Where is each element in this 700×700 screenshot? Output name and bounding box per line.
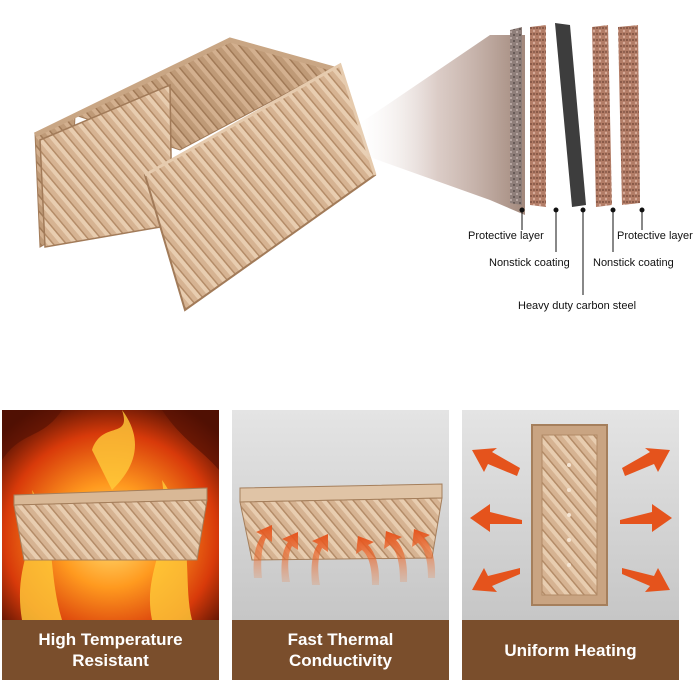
label-protective-left: Protective layer (468, 230, 544, 242)
layer-nonstick-right (592, 25, 612, 207)
feature-panel-fast-thermal: Fast Thermal Conductivity (232, 410, 449, 680)
caption-line1: Fast Thermal (287, 630, 394, 649)
layer-nonstick-left (530, 25, 546, 207)
caption-line1: Uniform Heating (504, 640, 637, 660)
caption-line2: Conductivity (289, 651, 392, 670)
heat-arrows-up (253, 525, 436, 585)
particle-spray (350, 35, 525, 215)
label-nonstick-right: Nonstick coating (593, 257, 674, 269)
feature-caption-high-temperature: High Temperature Resistant (2, 620, 219, 680)
loaf-pan-illustration (33, 37, 377, 312)
feature-panel-uniform-heating: Uniform Heating (462, 410, 679, 680)
feature-caption-fast-thermal: Fast Thermal Conductivity (232, 620, 449, 680)
heat-arrows-out (470, 448, 672, 592)
label-nonstick-left: Nonstick coating (489, 257, 570, 269)
layer-protective-left (510, 27, 522, 205)
thermal-pan-image (232, 410, 449, 620)
label-protective-right: Protective layer (617, 230, 693, 242)
caption-line1: High Temperature (38, 630, 183, 649)
layer-protective-right (618, 25, 640, 205)
feature-panel-high-temperature: High Temperature Resistant (2, 410, 219, 680)
layer-carbon-steel (555, 23, 586, 207)
caption-line2: Resistant (72, 651, 149, 670)
feature-caption-uniform-heating: Uniform Heating (462, 620, 679, 680)
layer-leader-lines (555, 230, 614, 295)
fire-pan-image (2, 410, 219, 620)
uniform-pan-image (462, 410, 679, 620)
label-carbon-steel: Heavy duty carbon steel (518, 300, 637, 312)
material-layers-diagram (350, 23, 645, 230)
